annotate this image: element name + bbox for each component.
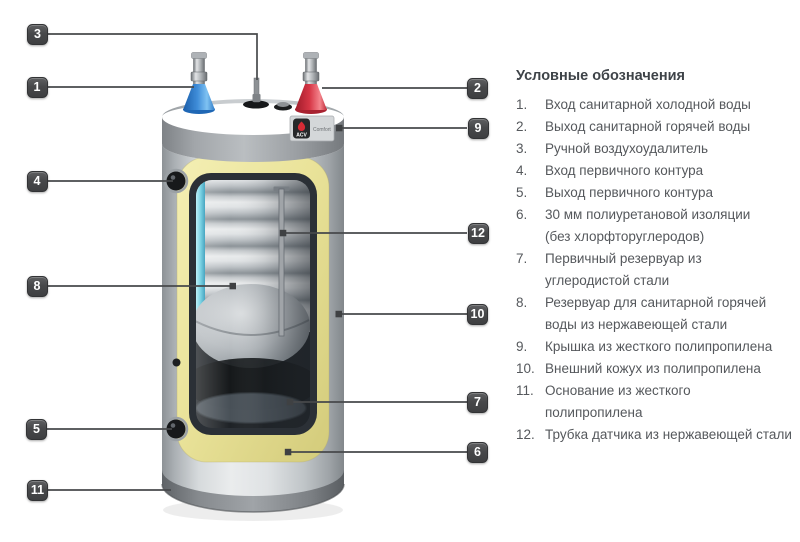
legend-item-7: 7.Первичный резервуар из углеродистой ст… <box>516 251 702 288</box>
primary-outlet-fitting <box>163 416 189 442</box>
callout-badge-6: 6 <box>467 441 488 463</box>
callout-badge-5: 5 <box>26 418 47 440</box>
legend-item-8: 8.Резервуар для санитарной горячей воды … <box>516 295 767 332</box>
brand-text: ACV <box>296 133 307 139</box>
legend-title: Условные обозначения <box>516 68 685 84</box>
casing-bolt <box>172 358 181 367</box>
legend: Условные обозначения 1.Вход санитарной х… <box>516 66 794 446</box>
legend-item-6: 6.30 мм полиуретановой изоляции (без хло… <box>516 207 751 244</box>
lid-band <box>162 117 344 162</box>
callout-markers <box>229 124 343 456</box>
legend-item-10: 10.Внешний кожух из полипропилена <box>516 361 761 376</box>
callout-badge-12: 12 <box>467 222 489 244</box>
air-vent <box>252 77 261 103</box>
callout-badge-9: 9 <box>467 117 489 139</box>
legend-item-3: 3.Ручной воздухоудалитель <box>516 141 709 156</box>
legend-item-4: 4.Вход первичного контура <box>516 163 704 178</box>
tagline-text: Comfort <box>313 127 331 133</box>
callout-line-3 <box>47 33 258 80</box>
brand-plate: ACV Comfort <box>289 115 335 142</box>
callout-badge-7: 7 <box>467 391 488 413</box>
callout-badge-4: 4 <box>26 170 48 192</box>
legend-item-9: 9.Крышка из жесткого полипропилена <box>516 339 773 354</box>
legend-item-12: 12.Трубка датчика из нержавеющей стали <box>516 427 792 442</box>
callout-badge-2: 2 <box>467 77 488 99</box>
cutaway-window <box>189 173 317 435</box>
callout-badge-3: 3 <box>27 23 48 45</box>
flame-icon <box>297 121 306 132</box>
callout-badge-10: 10 <box>467 303 488 325</box>
base-band <box>162 470 344 512</box>
callout-badge-11: 11 <box>27 479 48 501</box>
callout-badge-1: 1 <box>26 76 48 98</box>
legend-item-11: 11.Основание из жесткого полипропилена <box>516 383 691 420</box>
callout-lines <box>46 33 467 491</box>
sensor-tube <box>278 188 285 337</box>
legend-item-5: 5.Выход первичного контура <box>516 185 714 200</box>
legend-item-1: 1.Вход санитарной холодной воды <box>516 97 751 112</box>
legend-item-2: 2.Выход санитарной горячей воды <box>516 119 751 134</box>
cold-water-inlet-pipe <box>183 52 215 114</box>
lid-opening <box>243 100 269 109</box>
callout-badge-8: 8 <box>26 275 48 297</box>
hot-water-outlet-pipe <box>295 52 327 114</box>
